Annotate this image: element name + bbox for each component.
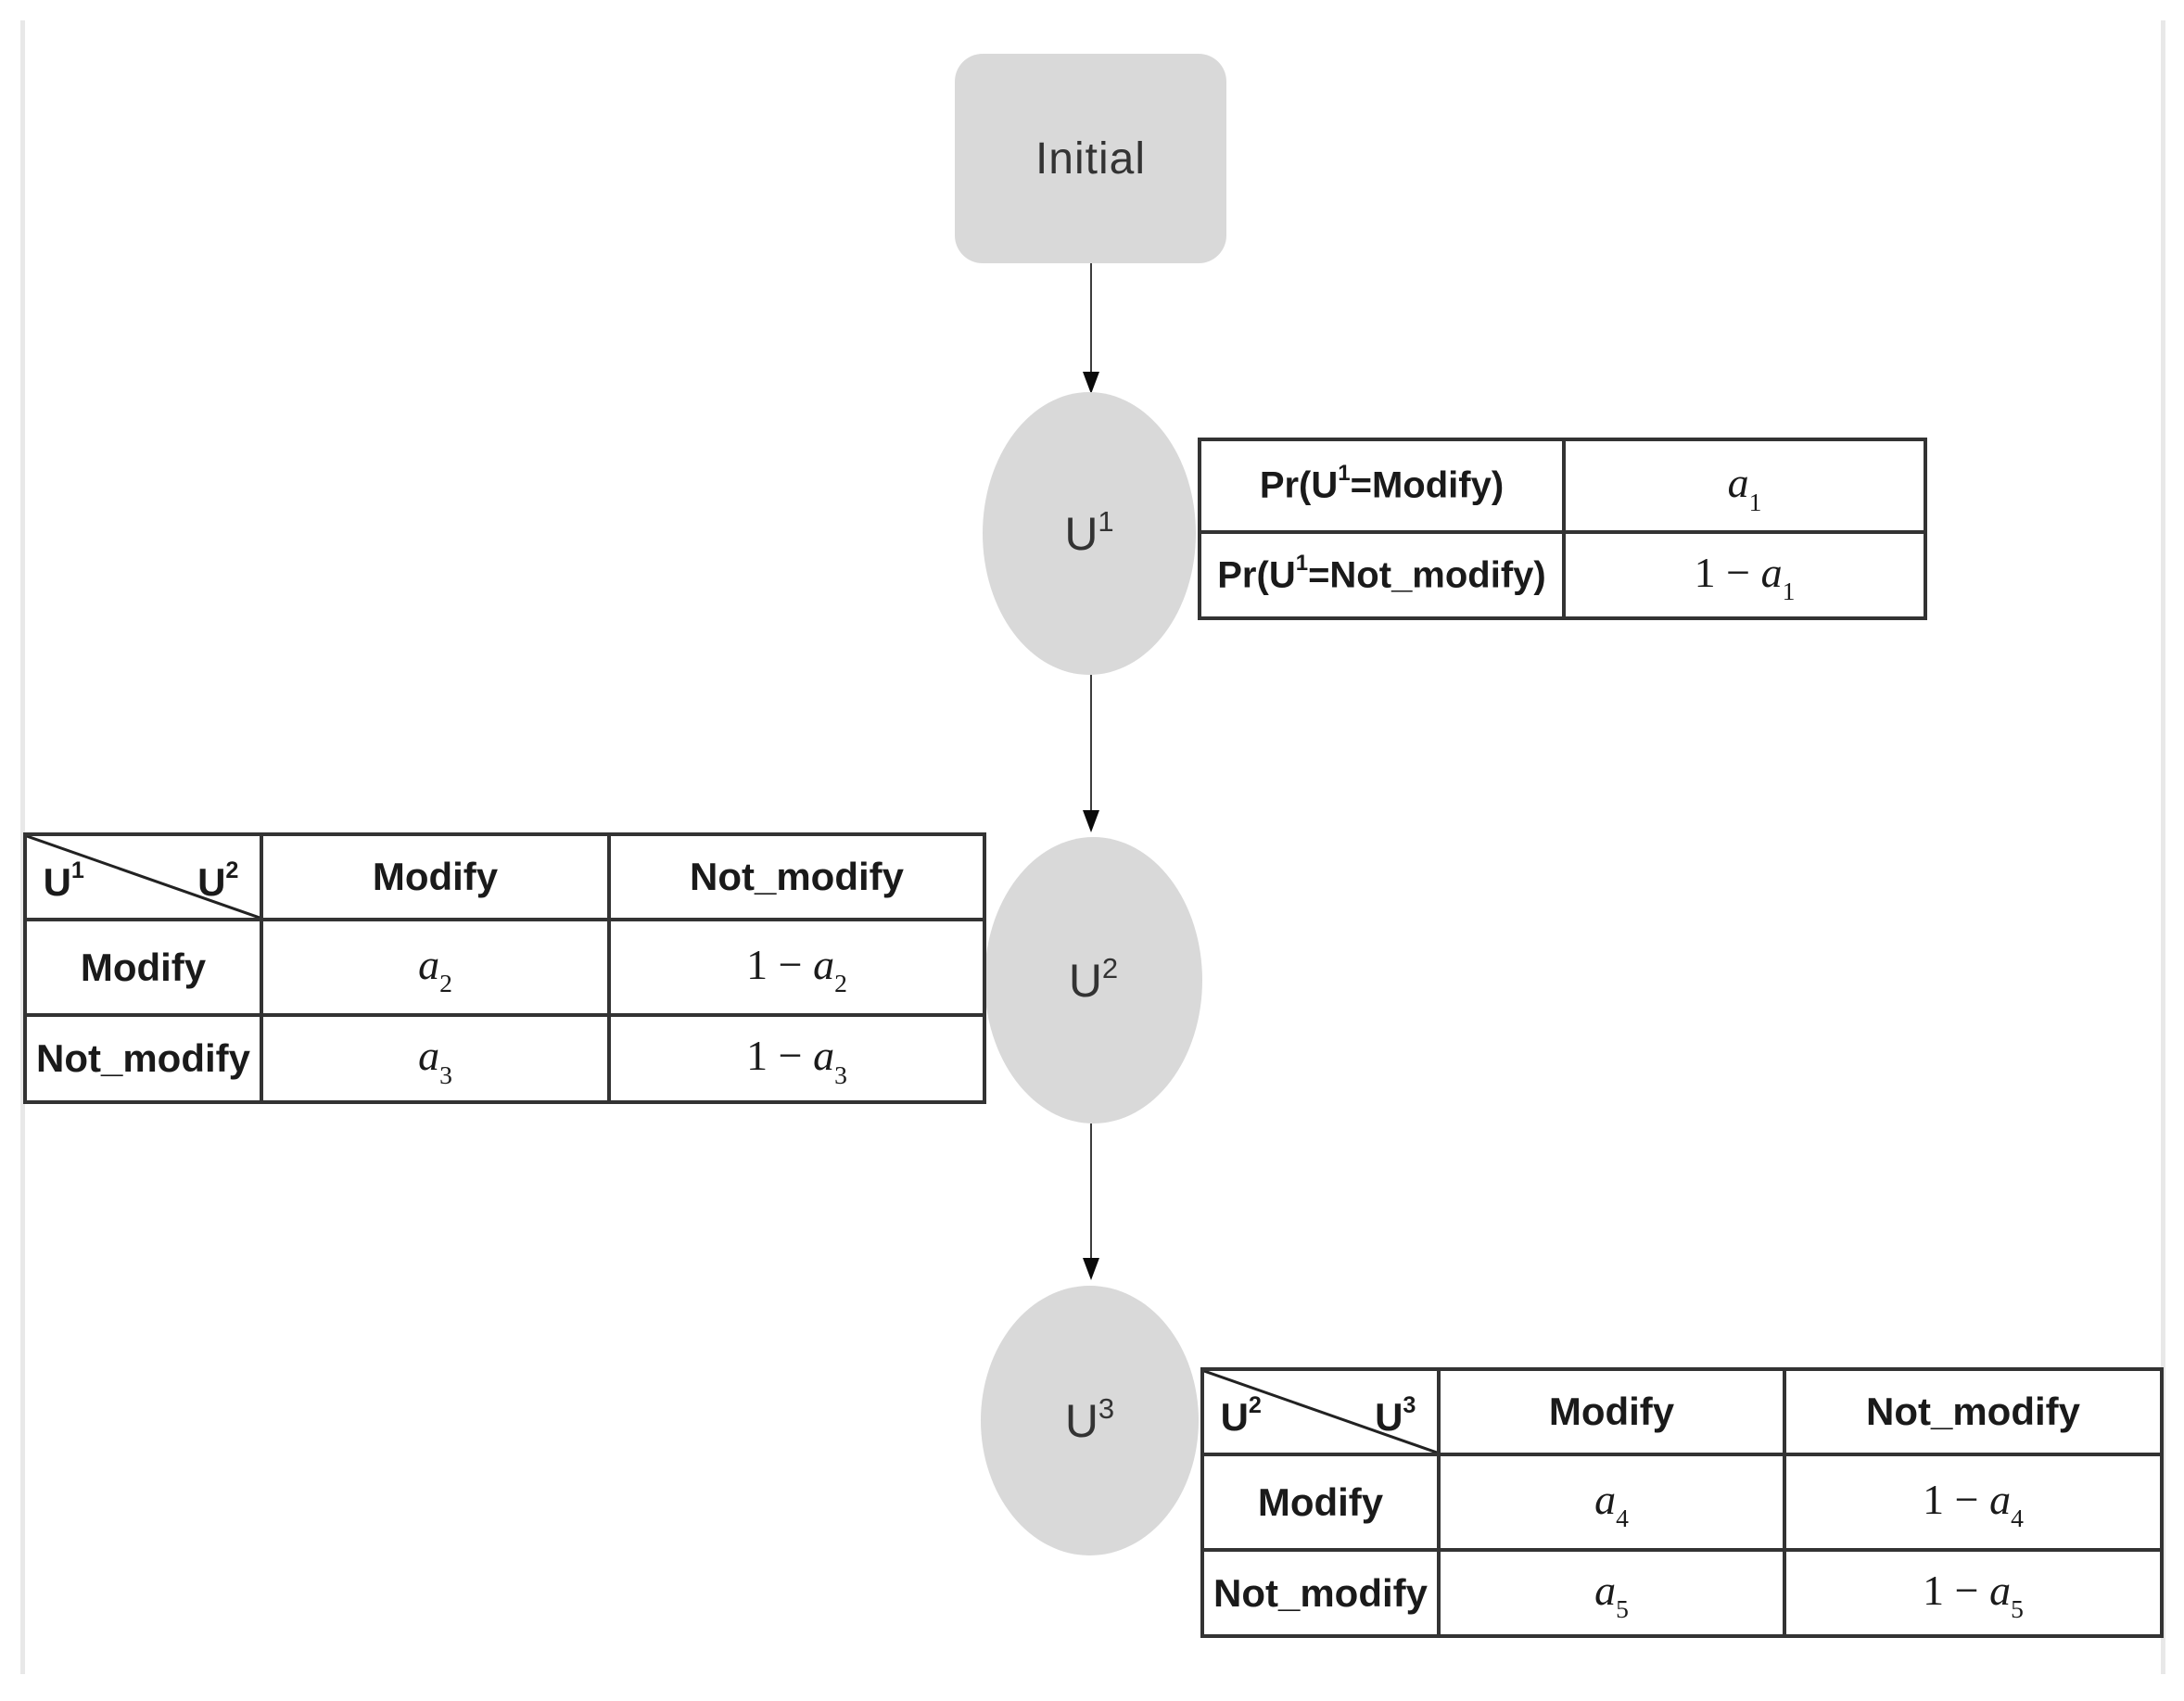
node-u3: U3: [981, 1286, 1199, 1555]
arrow-head-icon: [1083, 810, 1099, 832]
table-row: Not_modify a5 1 − a5: [1200, 1548, 2164, 1638]
node-u3-base: U: [1064, 1394, 1098, 1447]
arrow-head-icon: [1083, 372, 1099, 394]
corner-cell-u2-u3: U2 U3: [1200, 1367, 1441, 1456]
table-row: Pr(U1=Not_modify) 1 − a1: [1198, 530, 1927, 620]
row-header-modify: Modify: [1200, 1453, 1441, 1552]
cell-a3: a3: [260, 1013, 611, 1104]
node-u3-label: U3: [1064, 1391, 1115, 1448]
node-u1: U1: [983, 392, 1196, 675]
row-header-not-modify: Not_modify: [1200, 1548, 1441, 1638]
prior-u1-row2-label: Pr(U1=Not_modify): [1198, 530, 1566, 620]
prior-u1-row1-label: Pr(U1=Modify): [1198, 438, 1566, 534]
cell-1-minus-a3: 1 − a3: [607, 1013, 986, 1104]
node-initial: Initial: [955, 54, 1226, 263]
cell-a4: a4: [1437, 1453, 1786, 1552]
cell-1-minus-a2: 1 − a2: [607, 918, 986, 1017]
cell-1-minus-a4: 1 − a4: [1783, 1453, 2164, 1552]
arrow-line: [1090, 675, 1092, 814]
transition-table-u2-u3: U2 U3 Modify Not_modify Modify a4 1 − a4…: [1200, 1367, 2164, 1638]
prior-table-u1: Pr(U1=Modify) a1 Pr(U1=Not_modify) 1 − a…: [1198, 438, 1927, 620]
row-header-not-modify: Not_modify: [23, 1013, 263, 1104]
diagonal-line: [27, 836, 260, 918]
transition-table-u1-u2: U1 U2 Modify Not_modify Modify a2 1 − a2…: [23, 832, 986, 1104]
cell-1-minus-a5: 1 − a5: [1783, 1548, 2164, 1638]
node-u3-sup: 3: [1098, 1391, 1115, 1425]
col-header-not-modify: Not_modify: [607, 832, 986, 921]
corner-cell-u1-u2: U1 U2: [23, 832, 263, 921]
col-header-modify: Modify: [1437, 1367, 1786, 1456]
col-header-not-modify: Not_modify: [1783, 1367, 2164, 1456]
node-u2-label: U2: [1068, 951, 1119, 1008]
page-edge-line-right: [2161, 20, 2165, 1674]
arrow-line: [1090, 263, 1092, 375]
table-row: Modify a2 1 − a2: [23, 918, 986, 1017]
diagonal-line: [1204, 1371, 1437, 1453]
prior-u1-row1-value: a1: [1562, 438, 1927, 534]
node-u1-base: U: [1064, 507, 1098, 560]
cell-a5: a5: [1437, 1548, 1786, 1638]
node-initial-label: Initial: [1035, 133, 1147, 184]
table-row: Modify a4 1 − a4: [1200, 1453, 2164, 1552]
table-row: Pr(U1=Modify) a1: [1198, 438, 1927, 534]
page-edge-line-left: [20, 20, 25, 1674]
node-u2: U2: [984, 837, 1202, 1123]
table-row: Not_modify a3 1 − a3: [23, 1013, 986, 1104]
arrow-head-icon: [1083, 1258, 1099, 1280]
prior-u1-row2-value: 1 − a1: [1562, 530, 1927, 620]
cell-a2: a2: [260, 918, 611, 1017]
table-header-row: U1 U2 Modify Not_modify: [23, 832, 986, 921]
row-header-modify: Modify: [23, 918, 263, 1017]
arrow-line: [1090, 1123, 1092, 1262]
table-header-row: U2 U3 Modify Not_modify: [1200, 1367, 2164, 1456]
col-header-modify: Modify: [260, 832, 611, 921]
node-u2-base: U: [1068, 954, 1102, 1007]
node-u2-sup: 2: [1101, 951, 1119, 984]
node-u1-label: U1: [1064, 504, 1114, 561]
node-u1-sup: 1: [1098, 504, 1114, 538]
